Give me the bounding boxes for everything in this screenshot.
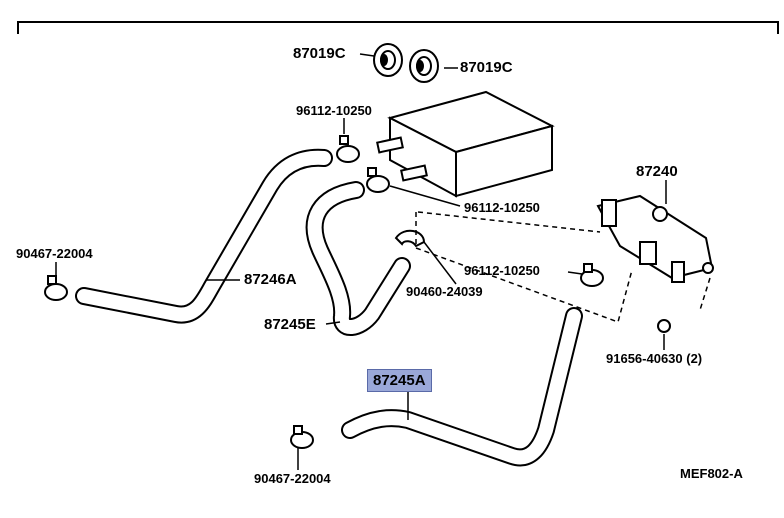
hose-87246a-drawing: [75, 148, 333, 324]
part-label-96112-mid[interactable]: 96112-10250: [464, 200, 540, 215]
part-label-90467-bottom[interactable]: 90467-22004: [254, 471, 331, 486]
hose-87245e-drawing: [305, 181, 411, 336]
part-label-87240[interactable]: 87240: [636, 163, 678, 180]
part-label-96112-top[interactable]: 96112-10250: [296, 103, 372, 118]
heater-core-drawing: [376, 90, 555, 198]
clamp-drawing-top: [336, 135, 360, 163]
hose-clamp-90460-drawing: [394, 229, 426, 248]
bolt-drawing: [657, 319, 671, 333]
part-label-87019c-top[interactable]: 87019C: [293, 45, 346, 62]
frame-bracket: [17, 21, 779, 34]
clamp-drawing-left: [44, 275, 68, 301]
water-valve-drawing: [596, 194, 714, 283]
part-label-87245e[interactable]: 87245E: [264, 316, 316, 333]
leader-lines: [55, 53, 667, 470]
diagram-reference-code: MEF802-A: [680, 466, 743, 481]
clamp-drawing-mid: [366, 167, 390, 193]
clamp-drawing-bottom: [290, 425, 314, 449]
grommet-drawing-left: [373, 43, 403, 77]
part-label-90467-left[interactable]: 90467-22004: [16, 246, 93, 261]
clamp-drawing-right: [580, 263, 604, 287]
part-label-96112-right[interactable]: 96112-10250: [464, 263, 540, 278]
part-label-87019c-right[interactable]: 87019C: [460, 59, 513, 76]
grommet-drawing-right: [409, 49, 439, 83]
part-label-87246a[interactable]: 87246A: [244, 271, 297, 288]
part-label-91656[interactable]: 91656-40630 (2): [606, 351, 703, 366]
connection-dashed-lines: [415, 211, 711, 323]
part-label-87245a-highlighted[interactable]: 87245A: [367, 369, 432, 392]
part-label-90460[interactable]: 90460-24039: [406, 284, 483, 299]
hose-87245a-drawing: [341, 307, 583, 467]
